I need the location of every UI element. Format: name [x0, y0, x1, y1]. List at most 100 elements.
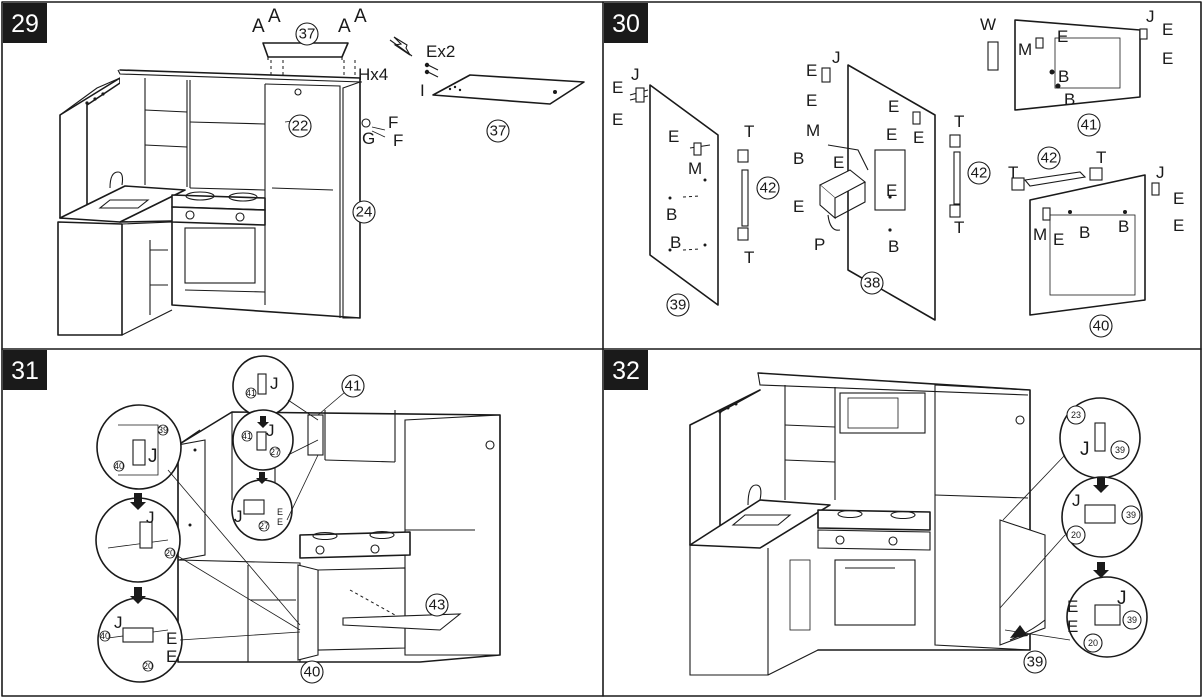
label-e: E — [793, 197, 804, 216]
part-42-callout: 42 — [760, 180, 777, 197]
label-e: E — [166, 629, 177, 648]
part-20-callout: 20 — [1071, 530, 1081, 540]
hardware-count-h: Hx4 — [358, 65, 388, 84]
label-j: J — [1146, 7, 1155, 26]
hardware-count-e: Ex2 — [426, 42, 455, 61]
part-40-callout: 40 — [100, 631, 110, 641]
label-e: E — [1173, 216, 1184, 235]
label-b: B — [666, 205, 677, 224]
label-e: E — [1067, 617, 1078, 636]
label-e: E — [1162, 20, 1173, 39]
label-p: P — [814, 235, 825, 254]
part-27-callout: 27 — [270, 447, 280, 457]
label-b: B — [1064, 90, 1075, 109]
label-w: W — [980, 15, 996, 34]
label-f: F — [388, 113, 398, 132]
label-e: E — [806, 61, 817, 80]
part-20-callout: 20 — [143, 661, 153, 671]
label-b: B — [888, 237, 899, 256]
label-j: J — [266, 421, 275, 440]
label-j: J — [1117, 588, 1127, 609]
label-j: J — [1072, 491, 1081, 510]
label-a: A — [268, 6, 281, 27]
part-37-callout: 37 — [490, 123, 507, 140]
label-t: T — [744, 122, 754, 141]
label-a: A — [354, 6, 367, 27]
step-29-drawing — [57, 36, 585, 336]
label-e: E — [1053, 230, 1064, 249]
label-e: M — [806, 121, 820, 140]
label-t: T — [744, 248, 754, 267]
label-b: B — [1058, 67, 1069, 86]
step-32-badge: 32 — [604, 350, 648, 390]
step-32-number: 32 — [612, 357, 640, 385]
label-t: T — [1096, 148, 1106, 167]
label-e: E — [833, 153, 844, 172]
label-j: J — [114, 613, 123, 632]
part-39-callout: 39 — [1115, 445, 1125, 455]
part-43-callout: 43 — [429, 597, 446, 614]
label-j: J — [270, 374, 279, 393]
step-29-badge: 29 — [3, 3, 47, 43]
part-41-callout: 41 — [1081, 117, 1098, 134]
part-39-callout: 39 — [1126, 510, 1136, 520]
label-i: I — [420, 81, 425, 100]
part-41-callout: 41 — [345, 378, 362, 395]
part-39-callout: 39 — [670, 297, 687, 314]
label-t: T — [954, 218, 964, 237]
label-m: E — [913, 128, 924, 147]
label-e: E — [277, 507, 283, 517]
part-23-callout: 23 — [1071, 410, 1081, 420]
label-e: E — [806, 91, 817, 110]
label-j: J — [832, 48, 841, 67]
step-31-drawing — [95, 355, 501, 683]
label-b: B — [670, 233, 681, 252]
label-t: T — [954, 112, 964, 131]
label-e: E — [1162, 49, 1173, 68]
label-f: F — [393, 131, 403, 150]
part-24-callout: 24 — [356, 204, 373, 221]
step-30-number: 30 — [612, 10, 640, 38]
label-a: A — [252, 16, 265, 37]
label-e: E — [166, 647, 177, 666]
label-j: J — [631, 65, 640, 84]
part-42-callout: 42 — [1041, 150, 1058, 167]
part-22-callout: 22 — [292, 118, 309, 135]
label-b: E — [886, 181, 897, 200]
step-30-drawing — [629, 19, 1160, 321]
label-j: J — [146, 508, 155, 527]
step-31-number: 31 — [11, 357, 39, 385]
part-39-callout: 39 — [1127, 615, 1137, 625]
part-27-callout: 27 — [259, 521, 269, 531]
label-e: E — [612, 78, 623, 97]
label-e: E — [888, 97, 899, 116]
label-e: E — [1067, 597, 1078, 616]
label-e: E — [1057, 27, 1068, 46]
part-40-callout: 40 — [304, 664, 321, 681]
label-e: E — [277, 517, 283, 527]
label-m: M — [688, 159, 702, 178]
part-40-callout: 40 — [1093, 318, 1110, 335]
part-39-callout: 39 — [158, 425, 168, 435]
part-41-callout: 41 — [246, 388, 256, 398]
part-38-callout: 38 — [864, 275, 881, 292]
label-e: E — [612, 110, 623, 129]
label-b: B — [1079, 223, 1090, 242]
label-e: E — [886, 125, 897, 144]
part-40-callout: 40 — [114, 461, 124, 471]
label-a: A — [338, 16, 351, 37]
label-j: J — [148, 446, 158, 467]
part-37-callout: 37 — [299, 26, 316, 43]
label-t: T — [1008, 163, 1018, 182]
step-31-badge: 31 — [3, 350, 47, 390]
label-j: J — [1156, 163, 1165, 182]
label-g: G — [362, 129, 375, 148]
part-20-callout: 20 — [1088, 638, 1098, 648]
label-b: B — [1118, 217, 1129, 236]
part-41-callout: 41 — [242, 431, 252, 441]
label-j: J — [1080, 439, 1090, 460]
label-e: E — [668, 127, 679, 146]
label-e: B — [793, 149, 804, 168]
